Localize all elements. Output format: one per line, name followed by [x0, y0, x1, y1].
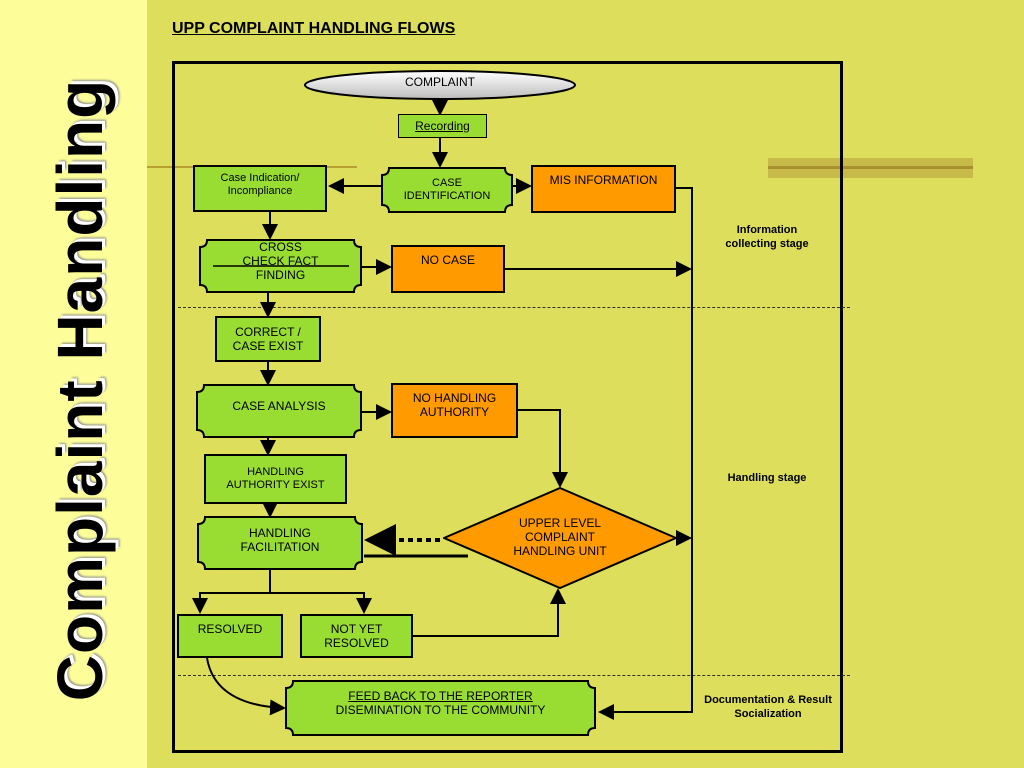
- line-nohandling-upper: [518, 409, 568, 488]
- no-handling-authority-node: NO HANDLING AUTHORITY: [391, 383, 518, 438]
- correct-case-exist-node: CORRECT / CASE EXIST: [215, 316, 321, 362]
- sidebar-panel: Complaint Handling: [0, 0, 147, 768]
- case-indication-node: Case Indication/ Incompliance: [193, 165, 327, 212]
- complaint-label: COMPLAINT: [404, 75, 475, 89]
- stage-divider: [178, 675, 850, 676]
- no-case-node: NO CASE: [391, 245, 505, 293]
- feedback-node: FEED BACK TO THE REPORTER DISEMINATION T…: [285, 680, 596, 736]
- upper-level-unit-label: UPPER LEVEL COMPLAINT HANDLING UNIT: [513, 516, 607, 558]
- feedback-line2: DISEMINATION TO THE COMMUNITY: [335, 703, 546, 717]
- stage-label-information: Information collecting stage: [725, 224, 809, 250]
- handling-authority-exist-node: HANDLING AUTHORITY EXIST: [204, 454, 347, 504]
- not-yet-resolved-node: NOT YET RESOLVED: [300, 614, 413, 658]
- complaint-node: COMPLAINT: [303, 69, 577, 101]
- upper-level-unit-node: UPPER LEVEL COMPLAINT HANDLING UNIT: [443, 487, 677, 589]
- stage-label-handling: Handling stage: [727, 472, 807, 484]
- resolved-node: RESOLVED: [177, 614, 283, 658]
- line-split-notyet: [270, 592, 372, 614]
- stage-label-documentation: Documentation & Result Socialization: [704, 694, 832, 720]
- handling-facilitation-node: HANDLING FACILITATION: [197, 516, 363, 570]
- case-identification-label: CASE IDENTIFICATION: [403, 177, 491, 202]
- handling-facilitation-label: HANDLING FACILITATION: [240, 526, 320, 554]
- flowchart-frame: [172, 61, 843, 753]
- page-title: UPP COMPLAINT HANDLING FLOWS: [172, 20, 456, 37]
- case-analysis-node: CASE ANALYSIS: [196, 384, 362, 438]
- stage-divider: [178, 307, 850, 308]
- line-facilitation-split: [192, 570, 271, 614]
- recording-node: Recording: [398, 114, 487, 138]
- mis-information-node: MIS INFORMATION: [531, 165, 676, 213]
- feedback-line1: FEED BACK TO THE REPORTER: [348, 689, 533, 703]
- decorative-bar-line: [768, 166, 973, 169]
- cross-check-label: CROSS CHECK FACT FINDING: [242, 240, 319, 282]
- line-mis-right: [598, 187, 693, 720]
- line-notyet-upper: [412, 588, 566, 637]
- case-analysis-label: CASE ANALYSIS: [232, 399, 326, 413]
- case-identification-node: CASE IDENTIFICATION: [381, 167, 513, 213]
- cross-check-node: CROSS CHECK FACT FINDING: [199, 239, 362, 293]
- arrow-resolved-feedback: [206, 657, 286, 716]
